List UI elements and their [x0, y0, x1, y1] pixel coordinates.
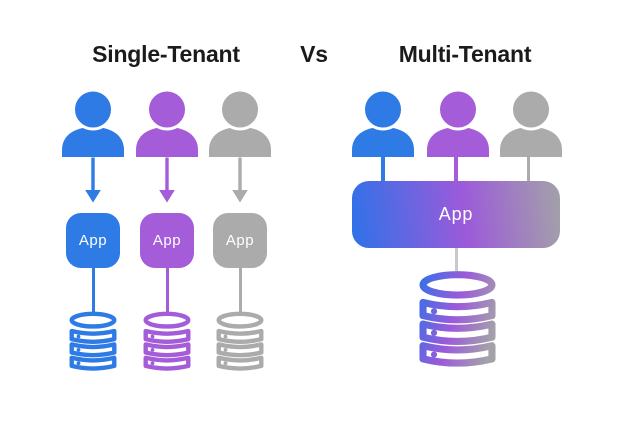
user-icon [351, 89, 415, 157]
app-bar-label: App [438, 204, 474, 224]
connector-line [381, 156, 385, 182]
app-box-label: App [78, 232, 108, 249]
arrow-down-icon [231, 157, 249, 203]
user-icon [135, 89, 199, 157]
user-icon [208, 89, 272, 157]
database-icon [216, 311, 264, 371]
app-box-label: App [225, 232, 255, 249]
user-icon [61, 89, 125, 157]
connector-line [238, 267, 243, 312]
vs-label: Vs [300, 41, 328, 67]
connector-line [165, 267, 170, 312]
connector-line [526, 156, 531, 182]
user-icon [426, 89, 490, 157]
arrow-down-icon [84, 157, 102, 203]
database-icon [143, 311, 191, 371]
app-box-label: App [152, 232, 182, 249]
app-box: App [140, 213, 194, 268]
connector-line [91, 267, 96, 312]
shared-app-bar: App [352, 181, 560, 248]
database-icon [69, 311, 117, 371]
connector-line [454, 156, 458, 182]
arrow-down-icon [158, 157, 176, 203]
multi-tenant-title: Multi-Tenant [398, 41, 532, 67]
user-icon [499, 89, 563, 157]
app-box: App [213, 213, 267, 268]
app-box: App [66, 213, 120, 268]
connector-line [454, 248, 458, 271]
database-icon [419, 271, 496, 367]
single-tenant-title: Single-Tenant [92, 41, 240, 67]
